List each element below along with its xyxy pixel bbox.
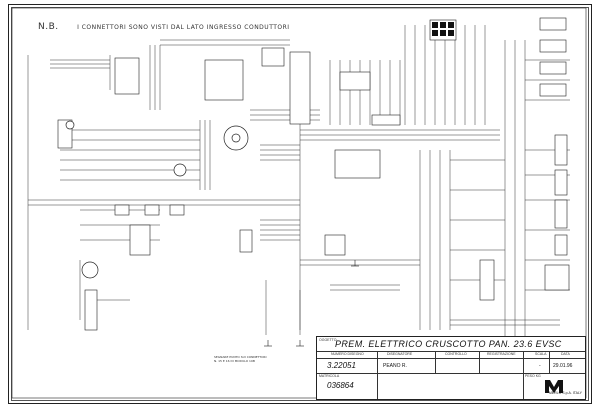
connector-block xyxy=(539,61,567,75)
disegnatore-label: DISEGNATORE xyxy=(387,352,413,356)
connector-block xyxy=(554,169,568,196)
connector-block xyxy=(479,259,495,301)
title-block-headers: NUMERO DISEGNO DISEGNATORE CONTROLLO REG… xyxy=(317,351,585,359)
connector-block xyxy=(114,204,130,216)
connector-block xyxy=(339,71,371,91)
note-text: I CONNETTORI SONO VISTI DAL LATO INGRESS… xyxy=(77,24,290,31)
connector-block xyxy=(114,57,140,95)
connector-block xyxy=(324,234,346,256)
title-divider xyxy=(479,351,480,373)
matricola-label: MATRICOLA xyxy=(319,374,340,378)
disegnatore-value: PEANO R. xyxy=(383,363,407,369)
numero-disegno-label: NUMERO DISEGNO xyxy=(331,352,364,356)
title-divider xyxy=(377,351,378,399)
connector-block xyxy=(554,199,568,229)
scala-value: - xyxy=(539,363,541,369)
connector-block xyxy=(261,47,285,67)
matricola-value: 036864 xyxy=(327,381,354,390)
title-divider xyxy=(523,351,524,399)
registrazione-label: REGISTRAZIONE xyxy=(487,352,516,356)
connector-block xyxy=(554,234,568,256)
connector-block xyxy=(129,224,151,256)
title-row: OGGETTO PREM. ELETTRICO CRUSCOTTO PAN. 2… xyxy=(317,337,585,352)
drawing-title: PREM. ELETTRICO CRUSCOTTO PAN. 23.6 EVSC xyxy=(335,339,562,349)
numero-disegno-value: 3.22051 xyxy=(327,361,356,370)
connector-block xyxy=(144,204,160,216)
connector-block xyxy=(539,17,567,31)
merlo-logo-icon xyxy=(545,380,563,393)
round-connector xyxy=(65,120,75,130)
logo-text: MERLO S.p.A. ITALY xyxy=(548,391,582,395)
controllo-label: CONTROLLO xyxy=(445,352,467,356)
scala-label: SCALA xyxy=(535,352,547,356)
connector-block xyxy=(539,39,567,53)
title-block: OGGETTO PREM. ELETTRICO CRUSCOTTO PAN. 2… xyxy=(316,336,586,400)
connector-marking-note: SEGNARE PUNTO SUI CONNETTORI N. 15 E 16 … xyxy=(214,355,266,363)
note-prefix: N.B. xyxy=(38,22,59,32)
connector-block xyxy=(204,59,244,101)
data-label: DATA xyxy=(561,352,570,356)
connector-block xyxy=(289,51,311,125)
round-connector xyxy=(173,163,187,177)
title-block-values: 3.22051 PEANO R. - 29.01.96 xyxy=(317,358,585,374)
connector-block xyxy=(554,134,568,166)
round-connector xyxy=(81,261,99,279)
connector-block xyxy=(539,83,567,97)
sheet-border xyxy=(11,7,589,401)
note-line: SEGNARE PUNTO SUI CONNETTORI xyxy=(214,355,267,359)
connector-block xyxy=(169,204,185,216)
title-divider xyxy=(549,351,550,373)
connector-block xyxy=(371,114,401,126)
data-value: 29.01.96 xyxy=(553,363,573,369)
connector-block xyxy=(334,149,381,179)
note-line: N. 15 E 16 DI MODULO 19B xyxy=(214,359,255,363)
connector-block xyxy=(84,289,98,331)
connector-block xyxy=(544,264,570,291)
connector-block xyxy=(239,229,253,253)
oggetto-label: OGGETTO xyxy=(319,338,337,342)
title-divider xyxy=(435,351,436,373)
peso-label: PESO KG xyxy=(525,374,541,378)
connector-note: N.B. I CONNETTORI SONO VISTI DAL LATO IN… xyxy=(38,22,290,32)
